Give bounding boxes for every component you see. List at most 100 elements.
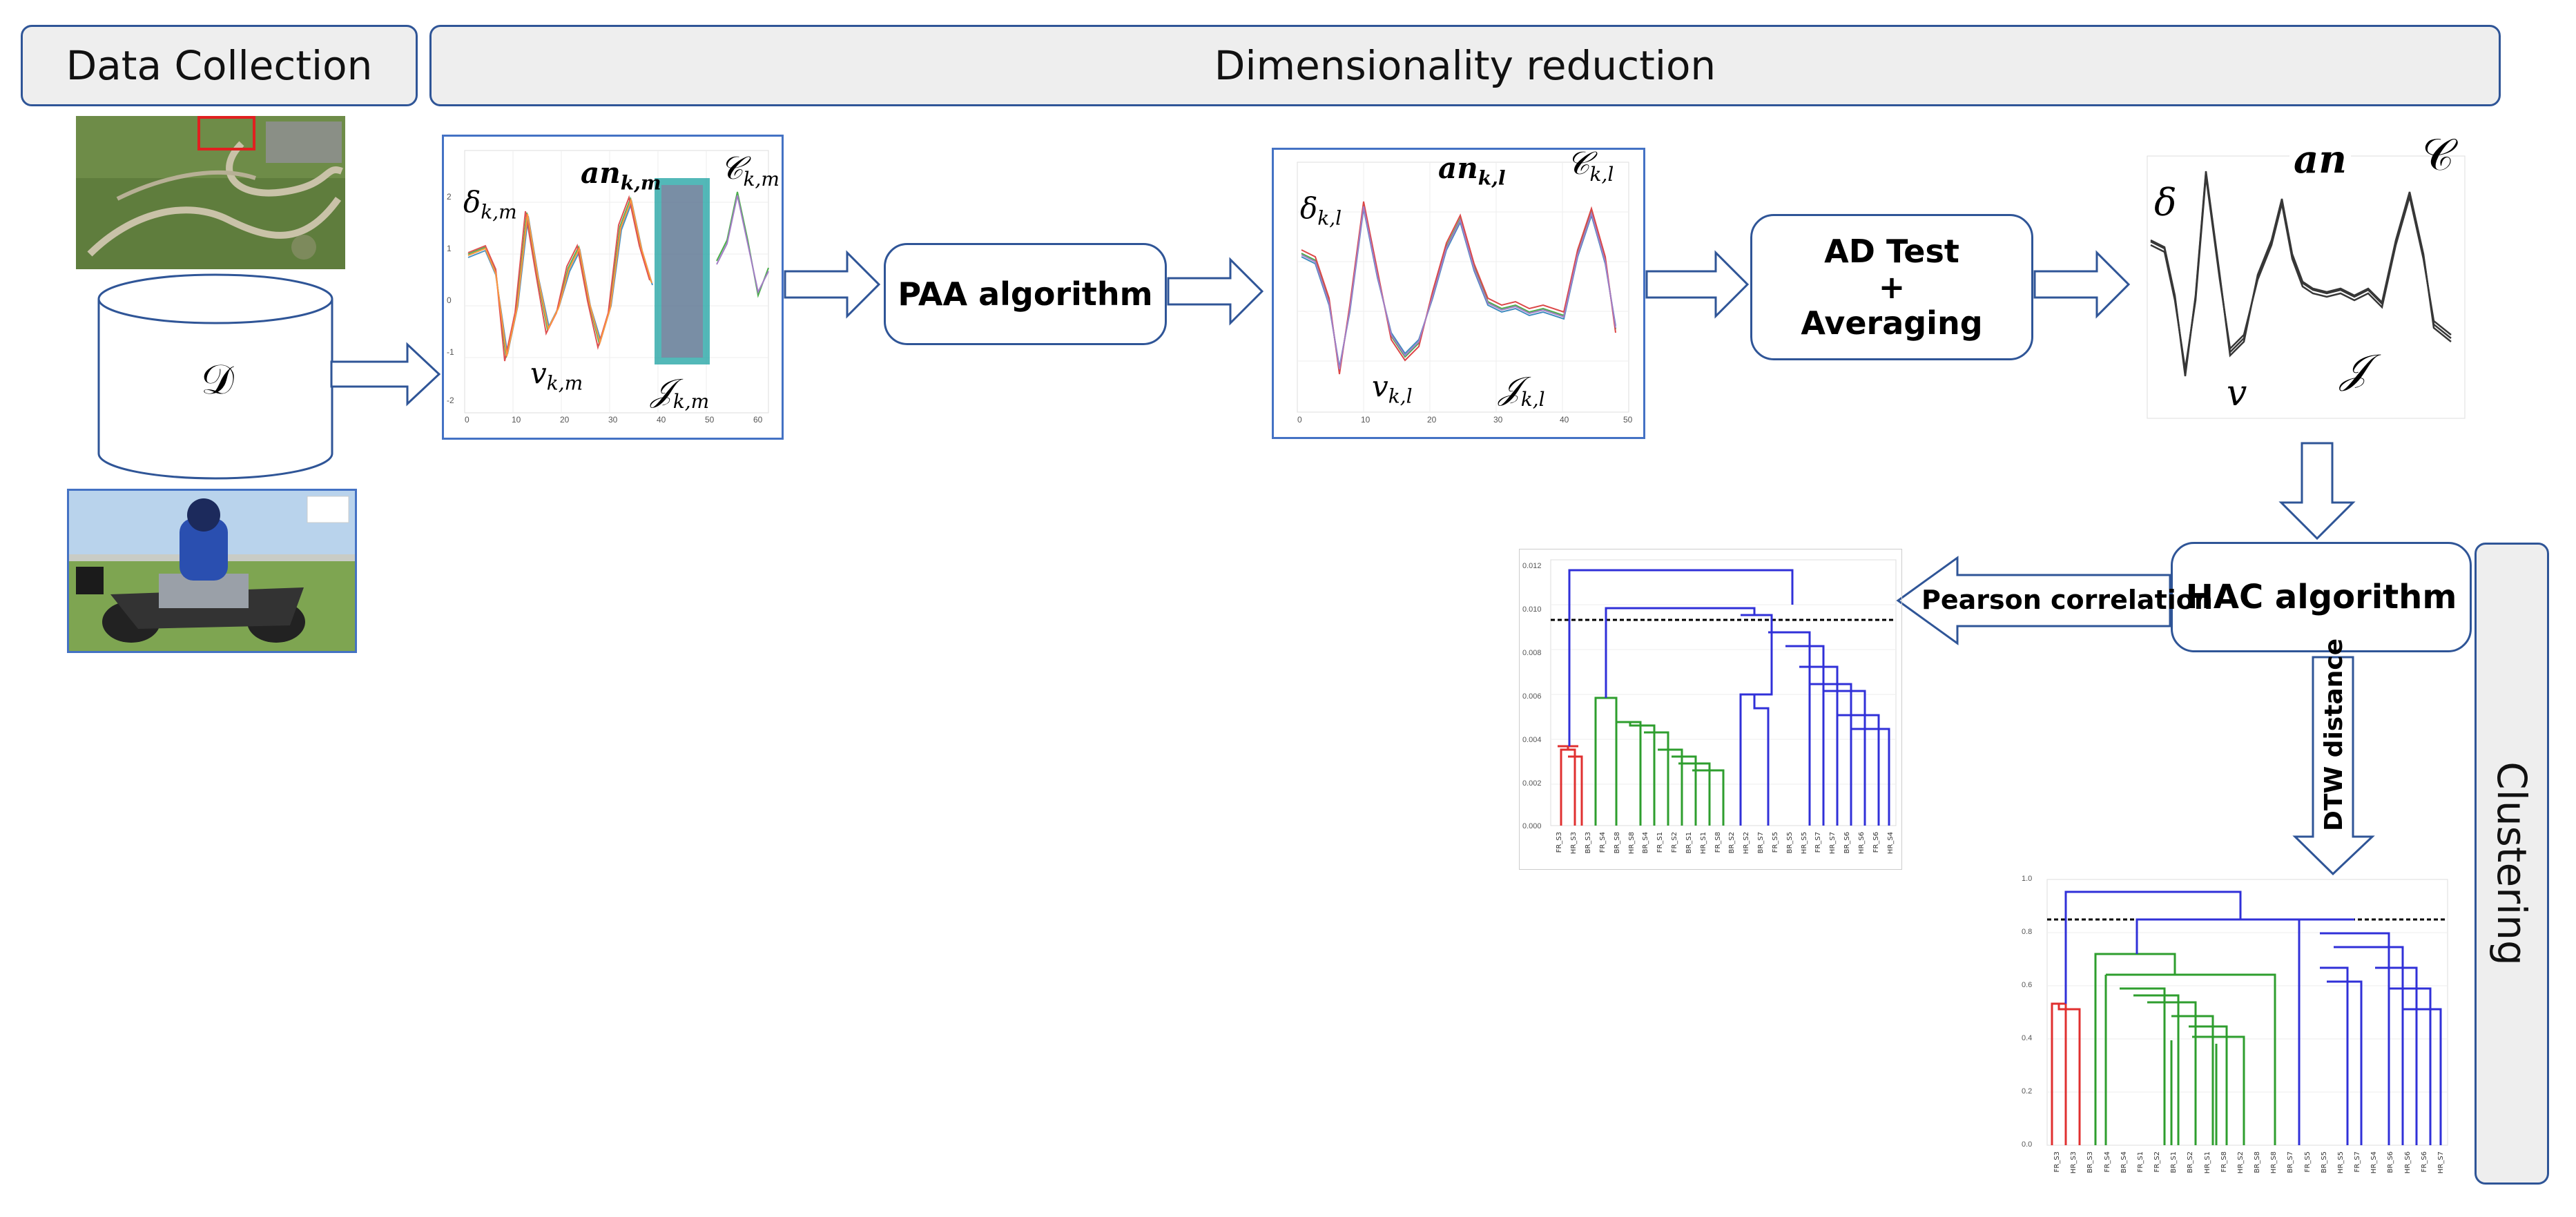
hac-algorithm-box: HAC algorithm <box>2171 542 2472 652</box>
raw-an-symbol: an <box>581 156 621 190</box>
pearson-y-tick: 0.004 <box>1522 736 1542 744</box>
paa-c-symbol: 𝒞 <box>1567 144 1590 182</box>
header-data-collection: Data Collection <box>21 25 418 106</box>
dtw-distance-label: DTW distance <box>2320 638 2348 831</box>
dendrogram-leaf-label: FR_S8 <box>1714 832 1722 853</box>
dendrogram-leaf-label: HR_S6 <box>2403 1151 2412 1174</box>
avg-v-label: v <box>2227 373 2247 414</box>
raw-x-tick: 50 <box>705 415 715 425</box>
dendrogram-leaf-label: HR_S2 <box>1743 832 1751 855</box>
raw-signals-plot: 2 1 0 -1 -2 0 10 20 30 40 50 60 δk,m ank… <box>442 135 784 440</box>
paa-j-symbol: 𝒥 <box>1499 369 1521 407</box>
paa-v-label: vk,l <box>1372 369 1413 407</box>
raw-y-tick: 0 <box>447 295 452 305</box>
paa-an-sub: k,l <box>1478 166 1506 190</box>
dendrogram-leaf-label: HR_S8 <box>2270 1151 2278 1174</box>
track-aerial-photo <box>76 116 345 269</box>
dendrogram-leaf-label: HR_S5 <box>1800 832 1808 855</box>
arrow-raw-to-paa <box>784 250 881 319</box>
pearson-y-tick: 0.008 <box>1522 649 1542 657</box>
dendrogram-leaf-label: BR_S3 <box>1585 832 1593 854</box>
paa-x-tick: 40 <box>1560 415 1569 425</box>
dendrogram-leaf-label: HR_S5 <box>2336 1151 2345 1174</box>
paa-algorithm-box: PAA algorithm <box>884 243 1167 345</box>
ad-test-line3: Averaging <box>1801 304 1983 342</box>
dataset-symbol: 𝒟 <box>201 356 234 404</box>
dtw-y-ticks: 0.0 0.2 0.4 0.6 0.8 1.0 <box>2022 875 2045 1149</box>
dendrogram-leaf-label: HR_S8 <box>1627 832 1636 855</box>
dendrogram-leaf-label: FR_S1 <box>2136 1151 2144 1173</box>
paa-c-sub: k,l <box>1589 163 1614 186</box>
dendrogram-leaf-label: BR_S5 <box>1785 832 1794 854</box>
dtw-y-tick: 0.0 <box>2022 1140 2033 1149</box>
raw-delta-sub: k,m <box>481 200 517 224</box>
dendrogram-leaf-label: FR_S6 <box>1872 832 1880 853</box>
dendrogram-leaf-label: FR_S2 <box>2153 1151 2162 1173</box>
paa-an-label: ank,l <box>1438 151 1506 189</box>
header-dimensionality-reduction-label: Dimensionality reduction <box>1214 42 1716 89</box>
header-clustering-label: Clustering <box>2488 761 2535 966</box>
dendrogram-leaf-label: BR_S1 <box>1685 832 1693 854</box>
raw-j-sub: k,m <box>672 390 710 413</box>
dendrogram-leaf-label: HR_S6 <box>1857 832 1866 855</box>
dendrogram-leaf-label: FR_S4 <box>1598 832 1607 853</box>
raw-an-label: ank,m <box>581 156 661 194</box>
paa-x-tick: 0 <box>1297 415 1302 425</box>
raw-y-ticks: 2 1 0 -1 -2 <box>447 150 461 413</box>
raw-delta-label: δk,m <box>463 185 517 223</box>
dendrogram-leaf-label: HR_S4 <box>1886 832 1895 855</box>
raw-c-sub: k,m <box>743 168 779 191</box>
raw-v-symbol: v <box>530 356 547 390</box>
dendrogram-leaf-label: BR_S3 <box>2086 1151 2095 1174</box>
dendrogram-leaf-label: BR_S8 <box>1613 832 1621 854</box>
pearson-y-tick: 0.000 <box>1522 822 1542 830</box>
dendrogram-leaf-label: HR_S1 <box>2203 1151 2211 1174</box>
paa-delta-sub: k,l <box>1317 206 1342 230</box>
ad-test-line1: AD Test <box>1824 233 1959 270</box>
paa-x-ticks: 0 10 20 30 40 50 <box>1297 415 1632 427</box>
paa-delta-symbol: δ <box>1300 191 1318 225</box>
dendrogram-leaf-label: BR_S7 <box>1757 832 1765 854</box>
dtw-y-tick: 0.8 <box>2022 928 2033 936</box>
arrow-dtw: DTW distance <box>2292 639 2375 875</box>
dendrogram-leaf-label: BR_S7 <box>2287 1151 2295 1174</box>
dendrogram-leaf-label: BR_S5 <box>2320 1151 2328 1174</box>
dendrogram-leaf-label: FR_S3 <box>2053 1151 2062 1173</box>
raw-c-symbol: 𝒞 <box>720 149 744 186</box>
arrow-ad-to-avg <box>2033 250 2131 319</box>
dtw-y-tick: 0.2 <box>2022 1087 2033 1096</box>
raw-delta-symbol: δ <box>463 185 481 219</box>
dtw-y-tick: 0.4 <box>2022 1034 2033 1042</box>
dendrogram-leaf-label: HR_S3 <box>1570 832 1578 855</box>
avg-c-label: 𝒞 <box>2422 130 2454 181</box>
ad-test-averaging-box: AD Test + Averaging <box>1750 214 2033 360</box>
paa-j-sub: k,l <box>1520 388 1545 411</box>
raw-v-label: vk,m <box>530 356 583 394</box>
averaged-signals-plot: δ an 𝒞 v 𝒥 <box>2133 130 2475 435</box>
avg-delta-label: δ <box>2154 181 2177 224</box>
pearson-y-ticks: 0.000 0.002 0.004 0.006 0.008 0.010 0.01… <box>1522 560 1549 830</box>
dendrogram-leaf-label: FR_S5 <box>2303 1151 2312 1173</box>
hac-algorithm-label: HAC algorithm <box>2185 578 2457 616</box>
paa-delta-label: δk,l <box>1300 191 1342 229</box>
raw-x-tick: 10 <box>512 415 521 425</box>
raw-x-tick: 30 <box>608 415 618 425</box>
pearson-correlation-label: Pearson correlation <box>1921 585 2213 615</box>
dendrogram-leaf-label: FR_S7 <box>2354 1151 2362 1173</box>
paa-x-tick: 30 <box>1493 415 1503 425</box>
ad-test-line2: + <box>1878 269 1906 306</box>
dtw-y-tick: 0.6 <box>2022 981 2033 989</box>
dendrogram-leaf-label: BR_S4 <box>1642 832 1650 854</box>
dendrogram-leaf-label: FR_S8 <box>2220 1151 2228 1173</box>
dendrogram-leaf-label: HR_S2 <box>2236 1151 2245 1174</box>
raw-y-tick: 1 <box>447 244 452 253</box>
paa-j-label: 𝒥k,l <box>1499 369 1545 411</box>
dendrogram-leaf-label: HR_S1 <box>1699 832 1707 855</box>
database-cylinder: 𝒟 <box>97 273 335 480</box>
pearson-y-tick: 0.006 <box>1522 692 1542 701</box>
dendrogram-leaf-label: FR_S5 <box>1771 832 1779 853</box>
dendrogram-leaf-label: BR_S6 <box>2387 1151 2395 1174</box>
pearson-dendrogram: 0.000 0.002 0.004 0.006 0.008 0.010 0.01… <box>1519 549 1902 870</box>
dtw-y-tick: 1.0 <box>2022 875 2033 883</box>
raw-y-tick: 2 <box>447 192 452 202</box>
